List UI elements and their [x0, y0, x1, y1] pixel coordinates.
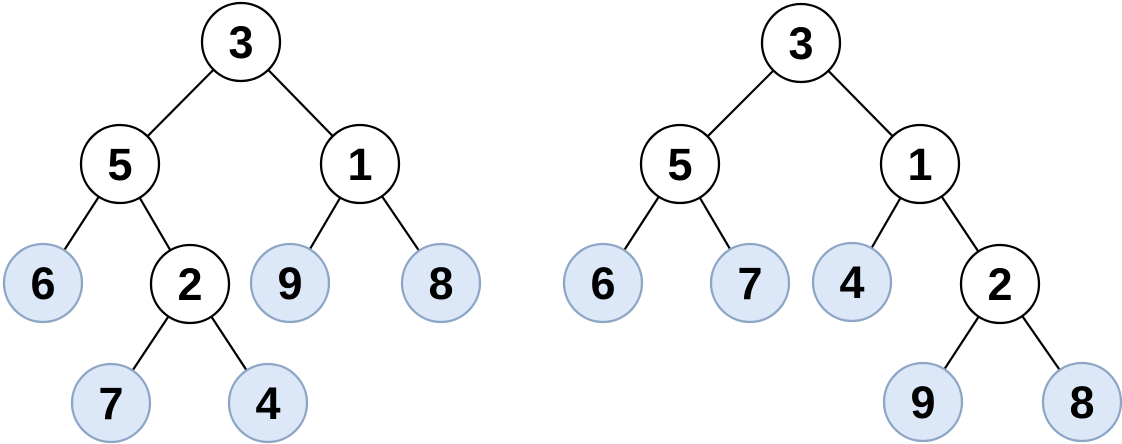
tree-2-node-value-3: 3: [788, 18, 813, 69]
tree-2-node-circle-1: [879, 123, 961, 205]
tree-2-node-circle-2: [959, 243, 1041, 325]
tree-2-node-circle-7: [709, 242, 791, 324]
tree-2-node-2-internal: 2: [959, 243, 1041, 325]
tree-2-node-7-leaf: 7: [709, 242, 791, 324]
tree-1-node-4-leaf: 4: [227, 362, 309, 444]
tree-1-node-circle-6: [2, 242, 84, 324]
tree-2-node-8-leaf: 8: [1041, 361, 1122, 443]
tree-1-node-5-internal: 5: [79, 123, 161, 205]
tree-1-node-7-leaf: 7: [70, 362, 152, 444]
tree-2-node-9-leaf: 9: [882, 361, 964, 443]
tree-1-node-value-8: 8: [428, 258, 453, 309]
tree-1-node-circle-4: [227, 362, 309, 444]
tree-1-node-value-6: 6: [30, 258, 55, 309]
tree-2-node-1-internal: 1: [879, 123, 961, 205]
tree-1-node-value-2: 2: [177, 259, 202, 310]
tree-1-node-circle-2: [149, 243, 231, 325]
tree-2-node-value-8: 8: [1069, 377, 1094, 428]
tree-2-node-value-6: 6: [590, 258, 615, 309]
tree-1-node-8-leaf: 8: [400, 242, 482, 324]
tree-2-node-4-leaf: 4: [811, 241, 893, 323]
tree-1-node-value-4: 4: [255, 378, 280, 429]
tree-1-node-6-leaf: 6: [2, 242, 84, 324]
tree-2-node-5-internal: 5: [639, 123, 721, 205]
tree-1-node-1-internal: 1: [319, 123, 401, 205]
tree-1-node-circle-3: [200, 1, 282, 83]
tree-2-node-value-1: 1: [907, 139, 932, 190]
tree-2-node-value-4: 4: [839, 257, 864, 308]
tree-1-node-3-internal: 3: [200, 1, 282, 83]
tree-1: 3 5 1 6 2 9 8 7 4: [2, 1, 482, 444]
tree-1-node-circle-5: [79, 123, 161, 205]
tree-1-node-circle-7: [70, 362, 152, 444]
tree-2-node-value-9: 9: [910, 377, 935, 428]
tree-1-node-value-7: 7: [98, 378, 123, 429]
tree-1-node-2-internal: 2: [149, 243, 231, 325]
tree-1-node-value-1: 1: [347, 139, 372, 190]
tree-2-node-3-internal: 3: [760, 2, 842, 84]
tree-2-node-circle-6: [562, 242, 644, 324]
tree-1-node-9-leaf: 9: [249, 242, 331, 324]
tree-1-node-circle-1: [319, 123, 401, 205]
tree-2-node-value-7: 7: [737, 258, 762, 309]
tree-2-node-circle-9: [882, 361, 964, 443]
tree-1-node-circle-8: [400, 242, 482, 324]
tree-2-node-circle-4: [811, 241, 893, 323]
tree-2-node-value-2: 2: [987, 259, 1012, 310]
tree-2-node-value-5: 5: [667, 139, 692, 190]
tree-2: 3 5 1 6 7 4 2 9 8: [562, 2, 1122, 443]
tree-2-node-circle-5: [639, 123, 721, 205]
tree-2-node-circle-8: [1041, 361, 1122, 443]
tree-1-node-value-5: 5: [107, 139, 132, 190]
tree-1-node-circle-9: [249, 242, 331, 324]
tree-1-node-value-9: 9: [277, 258, 302, 309]
tree-1-node-value-3: 3: [228, 17, 253, 68]
tree-2-node-circle-3: [760, 2, 842, 84]
tree-2-node-6-leaf: 6: [562, 242, 644, 324]
